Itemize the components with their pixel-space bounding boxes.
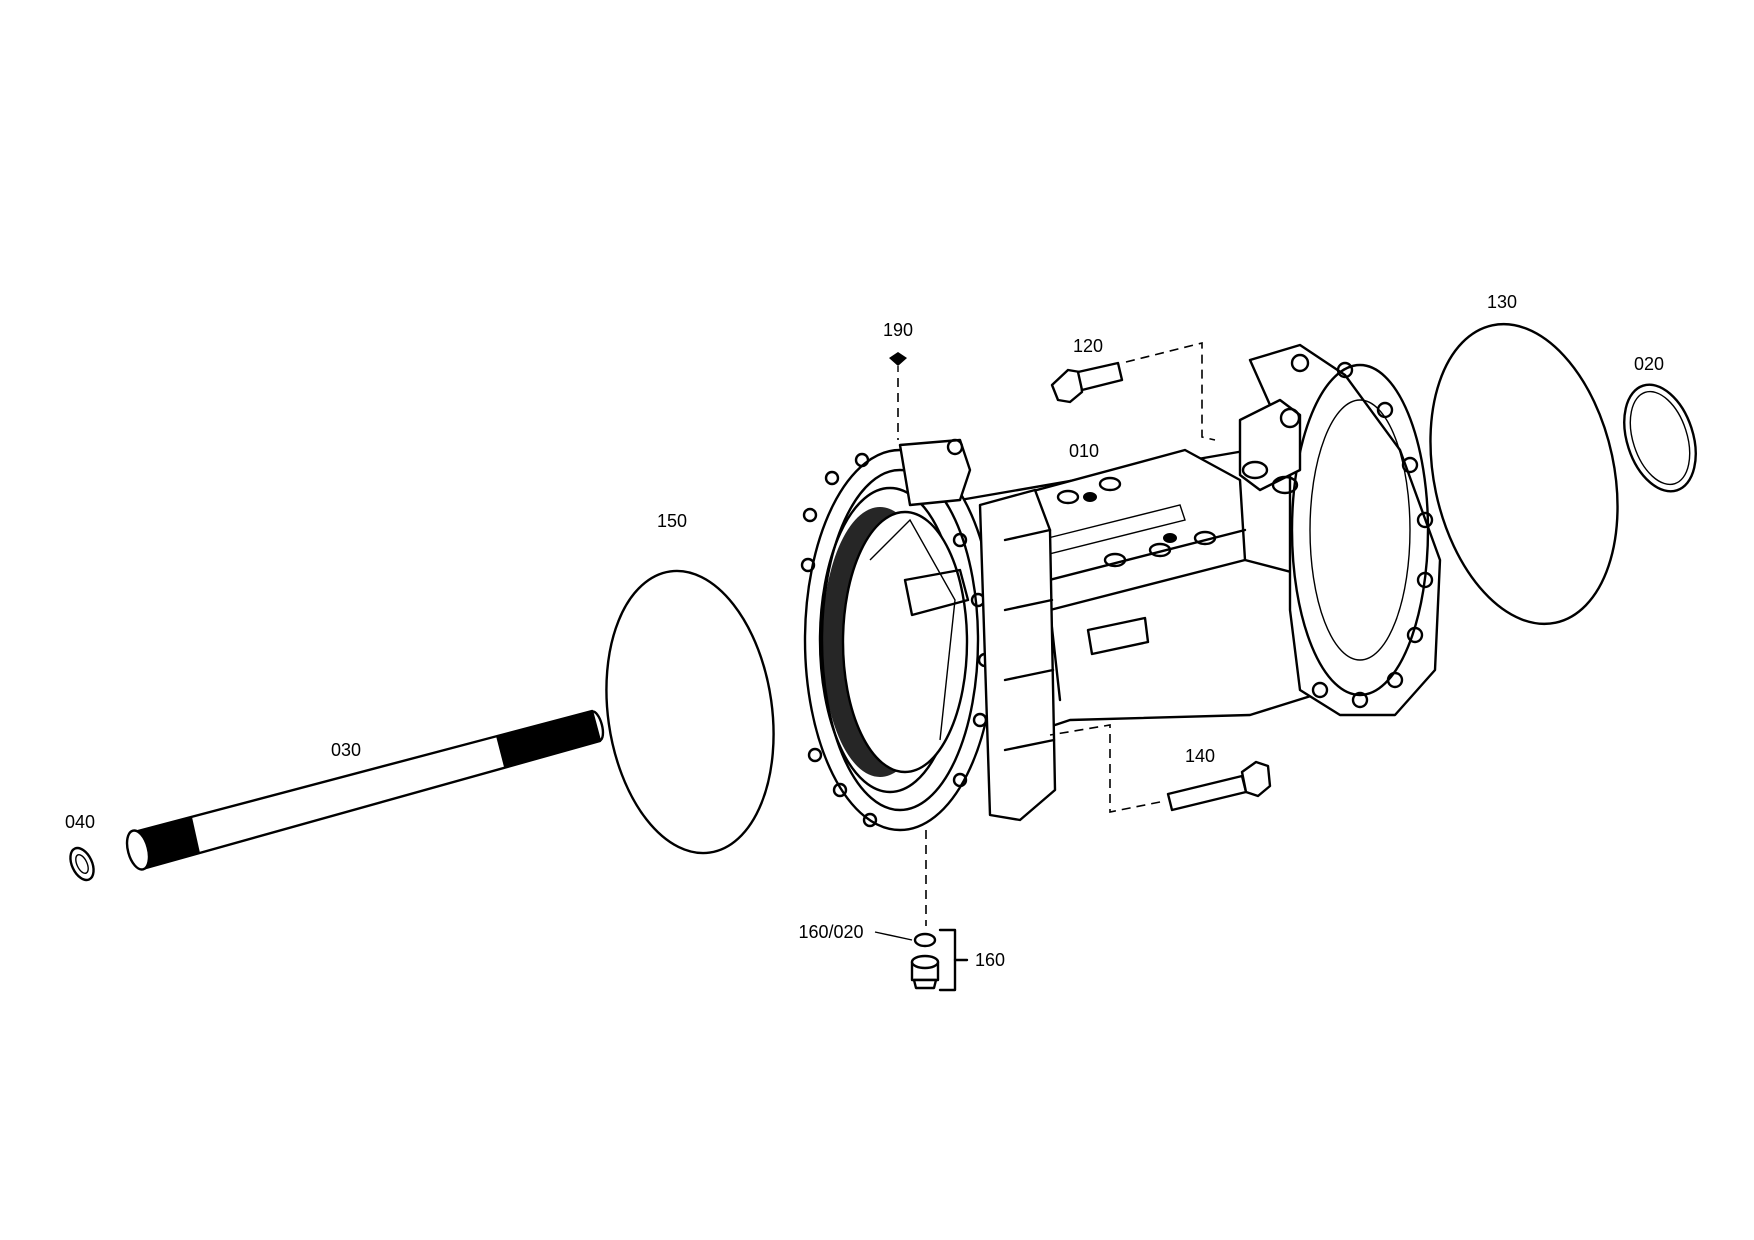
part-030-shaft — [125, 709, 605, 871]
part-140-bolt — [1049, 724, 1272, 813]
part-020-o-ring — [1623, 383, 1697, 493]
label-190: 190 — [883, 320, 913, 340]
part-010-housing — [800, 343, 1442, 832]
label-010: 010 — [1069, 441, 1099, 461]
part-120-bolt — [1050, 341, 1216, 441]
part-160-drain-plug — [874, 830, 969, 992]
label-030: 030 — [331, 740, 361, 760]
label-020: 020 — [1634, 354, 1664, 374]
label-140: 140 — [1185, 746, 1215, 766]
part-130-o-ring — [1429, 322, 1619, 626]
part-150-o-ring — [605, 569, 775, 855]
label-150: 150 — [657, 511, 687, 531]
part-040-ring — [69, 846, 95, 882]
label-040: 040 — [65, 812, 95, 832]
label-160: 160 — [975, 950, 1005, 970]
label-160-020: 160/020 — [798, 922, 863, 942]
label-120: 120 — [1073, 336, 1103, 356]
label-130: 130 — [1487, 292, 1517, 312]
part-190-plug — [889, 352, 907, 440]
